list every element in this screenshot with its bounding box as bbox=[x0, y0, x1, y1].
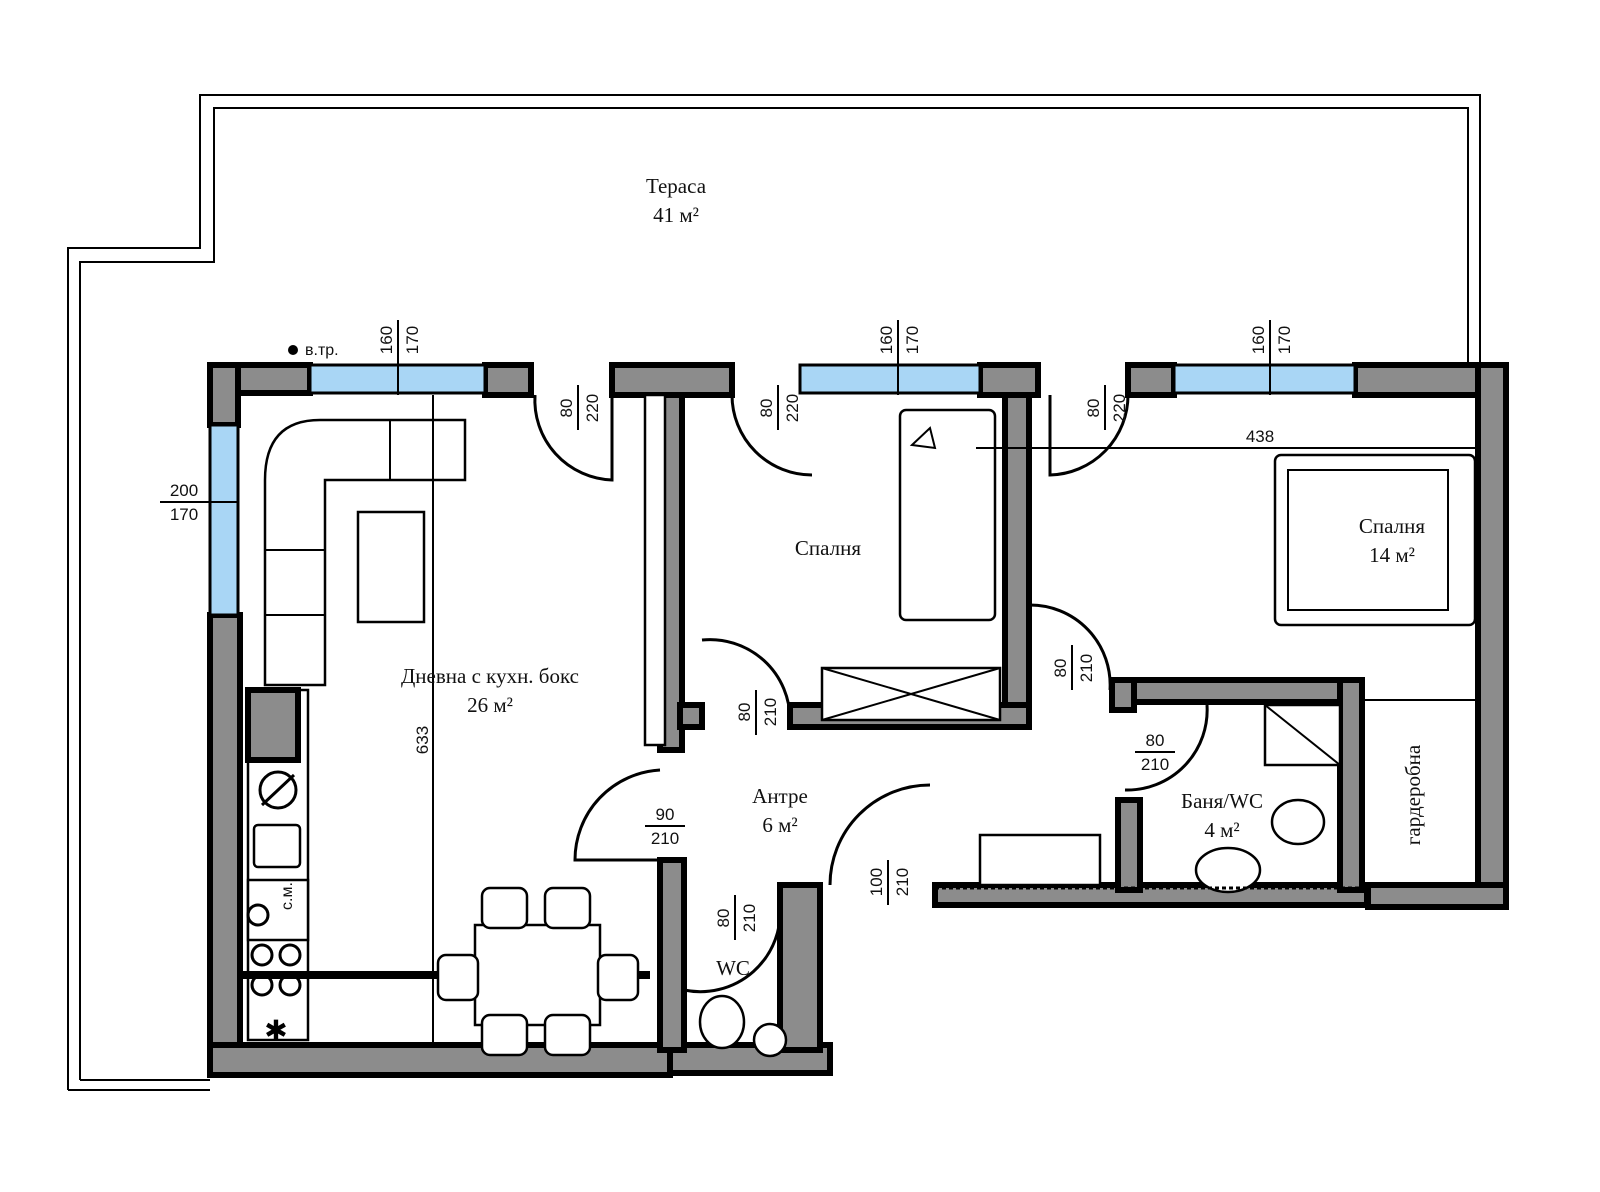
window-left bbox=[208, 423, 240, 617]
svg-text:80: 80 bbox=[557, 399, 576, 418]
svg-text:160: 160 bbox=[877, 326, 896, 354]
room-area-bedroom2: 14 м² bbox=[1369, 543, 1415, 567]
terrace-outline bbox=[67, 94, 1481, 1091]
room-name-bath: Баня/WC bbox=[1181, 789, 1263, 813]
window-bedroom2 bbox=[1172, 363, 1357, 395]
svg-text:220: 220 bbox=[583, 394, 602, 422]
dimensions: 160 170 160 170 160 170 200 170 80 220 8… bbox=[160, 320, 1294, 940]
svg-text:80: 80 bbox=[1051, 659, 1070, 678]
bed-double bbox=[1273, 453, 1477, 627]
svg-text:170: 170 bbox=[170, 505, 198, 524]
svg-text:170: 170 bbox=[1275, 326, 1294, 354]
room-name-terrace: Тераса bbox=[646, 174, 707, 198]
svg-text:80: 80 bbox=[714, 909, 733, 928]
window-bedroom1 bbox=[798, 363, 982, 395]
svg-text:210: 210 bbox=[651, 829, 679, 848]
room-area-hall: 6 м² bbox=[762, 813, 797, 837]
room-name-wardrobe: гардеробна bbox=[1401, 744, 1425, 845]
svg-text:170: 170 bbox=[403, 326, 422, 354]
svg-text:170: 170 bbox=[903, 326, 922, 354]
svg-text:160: 160 bbox=[1249, 326, 1268, 354]
svg-text:633: 633 bbox=[413, 726, 432, 754]
svg-text:80: 80 bbox=[735, 703, 754, 722]
room-name-living: Дневна с кухн. бокс bbox=[401, 664, 579, 688]
svg-text:160: 160 bbox=[377, 326, 396, 354]
svg-text:220: 220 bbox=[783, 394, 802, 422]
svg-text:210: 210 bbox=[1141, 755, 1169, 774]
vent-label: в.тр. bbox=[305, 342, 339, 359]
room-name-hall: Антре bbox=[752, 784, 808, 808]
windows bbox=[208, 363, 1357, 617]
svg-text:✱: ✱ bbox=[264, 1014, 287, 1047]
room-area-bath: 4 м² bbox=[1204, 818, 1239, 842]
svg-text:90: 90 bbox=[656, 805, 675, 824]
sofa bbox=[263, 418, 467, 687]
room-name-bedroom2: Спалня bbox=[1359, 514, 1425, 538]
bed-single bbox=[898, 408, 997, 622]
svg-text:200: 200 bbox=[170, 481, 198, 500]
washer-label: с.м. bbox=[279, 882, 296, 910]
svg-text:80: 80 bbox=[1146, 731, 1165, 750]
svg-text:210: 210 bbox=[1077, 654, 1096, 682]
svg-text:210: 210 bbox=[893, 868, 912, 896]
room-name-wc: WC bbox=[716, 956, 750, 980]
room-area-terrace: 41 м² bbox=[653, 203, 699, 227]
svg-text:80: 80 bbox=[1084, 399, 1103, 418]
svg-text:100: 100 bbox=[867, 868, 886, 896]
wardrobe-bed1 bbox=[820, 666, 1002, 722]
coffee-table bbox=[356, 510, 426, 624]
wc-fixtures bbox=[698, 994, 788, 1058]
svg-text:210: 210 bbox=[740, 904, 759, 932]
svg-text:220: 220 bbox=[1110, 394, 1129, 422]
svg-text:438: 438 bbox=[1246, 427, 1274, 446]
svg-text:210: 210 bbox=[761, 698, 780, 726]
bath-fixtures bbox=[978, 703, 1342, 894]
doors bbox=[533, 394, 1209, 994]
room-area-living: 26 м² bbox=[467, 693, 513, 717]
dining-table bbox=[436, 886, 640, 1057]
kitchen-counter: с.м. ✱ bbox=[245, 687, 310, 1047]
svg-text:80: 80 bbox=[757, 399, 776, 418]
room-name-bedroom1: Спалня bbox=[795, 536, 861, 560]
